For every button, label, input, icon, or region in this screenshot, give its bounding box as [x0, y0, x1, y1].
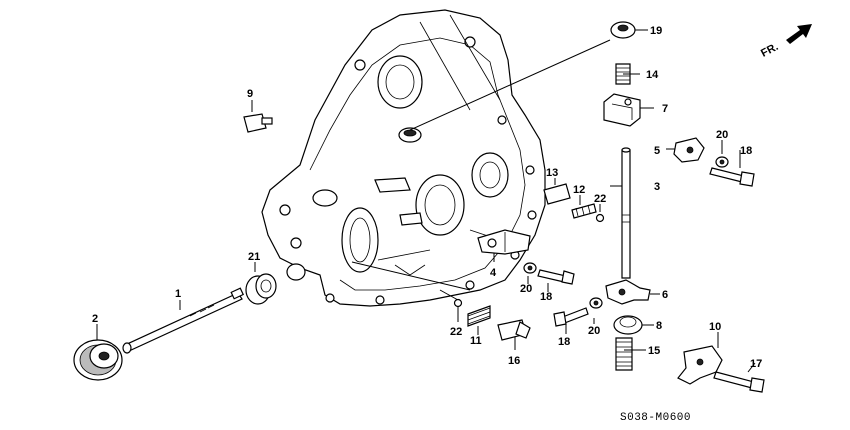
front-direction-arrow-icon: FR. [759, 24, 812, 60]
callout-21: 21 [248, 251, 260, 263]
callout-3: 3 [654, 181, 660, 193]
callout-22-upper: 22 [594, 193, 606, 205]
callout-10: 10 [709, 321, 721, 333]
part-22-ball-upper [595, 213, 605, 223]
callout-5: 5 [654, 145, 660, 157]
part-3-shift-rod [621, 147, 631, 279]
part-18-bolt-lower [553, 307, 589, 327]
callout-14: 14 [646, 69, 659, 81]
callout-1: 1 [175, 288, 181, 300]
callout-6: 6 [662, 289, 668, 301]
part-4-shift-fork [477, 229, 531, 255]
callout-18-middle: 18 [540, 291, 552, 303]
part-18-bolt-upper [709, 167, 755, 187]
part-14-spring [615, 63, 631, 85]
part-16-bolt [497, 319, 531, 341]
callout-19: 19 [650, 25, 662, 37]
callout-13: 13 [546, 167, 558, 179]
part-21-seal [245, 263, 306, 305]
part-5-shift-piece [673, 137, 705, 163]
diagram-code: S038-M0600 [620, 412, 691, 424]
callout-18-upper: 18 [740, 145, 752, 157]
callout-8: 8 [656, 320, 662, 332]
part-2-seal [73, 339, 123, 381]
callout-11: 11 [470, 335, 482, 347]
callout-7: 7 [662, 103, 668, 115]
part-10-lever [677, 345, 723, 385]
part-1-shift-shaft [122, 287, 245, 354]
part-7-bracket [603, 93, 641, 127]
callout-18-lower: 18 [558, 336, 570, 348]
transmission-housing [261, 9, 546, 307]
callout-12: 12 [573, 184, 585, 196]
part-20-washer-upper [715, 156, 729, 168]
part-13-pin [543, 183, 571, 205]
part-6-shift-arm [605, 279, 651, 305]
callout-20-lower: 20 [588, 325, 600, 337]
callout-15: 15 [648, 345, 660, 357]
part-15-spring [615, 337, 633, 371]
callouts: 1 2 3 4 5 6 7 8 9 10 11 12 13 14 15 16 1… [92, 25, 762, 370]
callout-16: 16 [508, 355, 520, 367]
part-12-spring [571, 203, 597, 219]
part-17-bolt [713, 371, 765, 393]
part-19-plug [610, 21, 636, 39]
front-direction-label: FR. [759, 41, 780, 60]
part-18-bolt-middle [537, 269, 575, 285]
part-20-washer-lower [589, 297, 603, 309]
part-11-spring [467, 305, 491, 327]
callout-9: 9 [247, 88, 253, 100]
part-9-breather [243, 113, 273, 133]
callout-17: 17 [750, 358, 762, 370]
part-20-washer-middle [523, 262, 537, 274]
callout-22-lower: 22 [450, 326, 462, 338]
callout-20-middle: 20 [520, 283, 532, 295]
callout-2: 2 [92, 313, 98, 325]
part-22-ball-lower [453, 298, 463, 308]
callout-20-upper: 20 [716, 129, 728, 141]
callout-4: 4 [490, 267, 497, 279]
part-8-holder [613, 315, 643, 335]
